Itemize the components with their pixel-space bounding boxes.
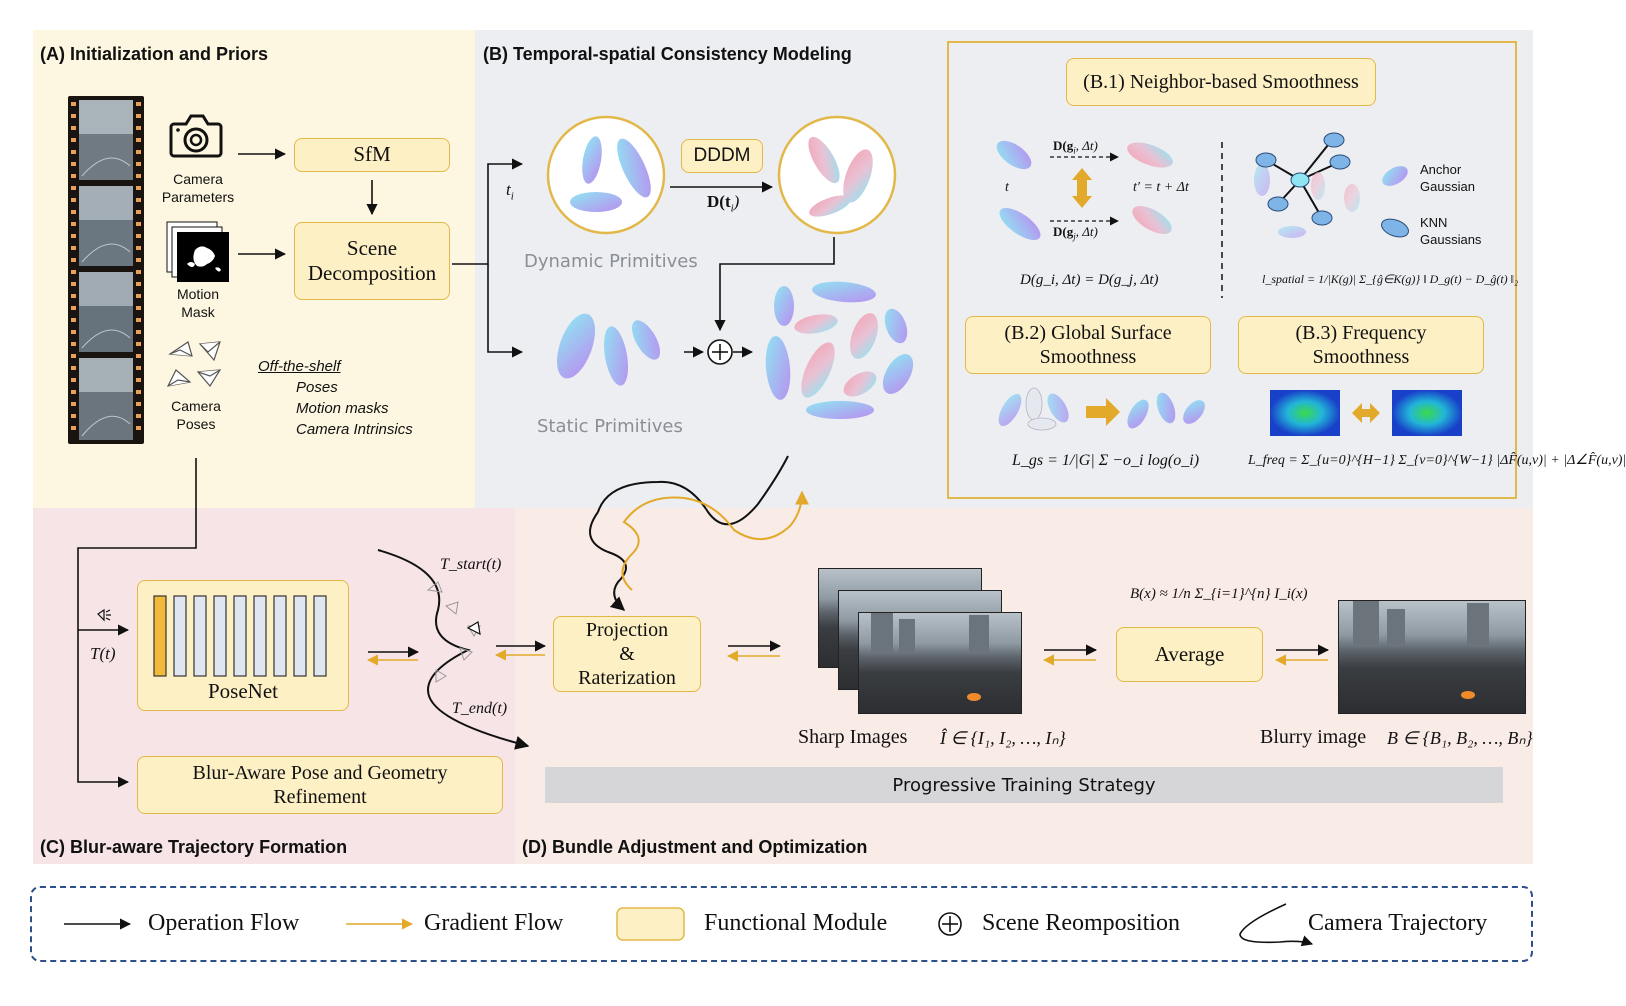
film-strip-graphic [71,100,141,440]
section-title-d: (D) Bundle Adjustment and Optimization [522,837,868,857]
dgj-subscript: j [1073,231,1076,242]
scene-decomposition-line2: Decomposition [307,261,437,285]
legend-camera-trajectory: Camera Trajectory [1308,910,1488,936]
b1-dgi-label: D(gi, Δt) [1053,138,1098,156]
average-module: Average [1116,627,1263,682]
progressive-training-label: Progressive Training Strategy [892,774,1156,796]
motion-mask-icon [166,221,229,282]
legend-box [30,886,1533,962]
panel-b-background [475,30,1533,508]
off-the-shelf-list: Off-the-shelf Poses Motion masks Camera … [258,356,413,440]
t-end-label: T_end(t) [452,700,508,717]
b3-line1: (B.3) Frequency [1295,322,1427,344]
legend-scene-reomposition: Scene Reomposition [982,910,1180,936]
d-ti-close: ) [733,192,740,211]
ti-label: ti [506,180,514,202]
camera-poses-line1: Camera [171,398,221,414]
b2-global-surface-module: (B.2) Global Surface Smoothness [965,316,1211,374]
d-ti-label: D(ti) [707,192,739,214]
t-start-label: T_start(t) [440,556,502,573]
blurry-image-label: Blurry image [1260,726,1367,748]
sfm-module: SfM [294,138,450,172]
scene-decomposition-module: Scene Decomposition [294,222,450,300]
sharp-images-label: Sharp Images [798,726,908,748]
refinement-line1: Blur-Aware Pose and Geometry [192,762,448,784]
anchor-gaussian-label: Anchor Gaussian [1420,162,1490,196]
dgj-close: , Δt) [1075,224,1098,239]
legend-gradient-flow: Gradient Flow [424,910,564,936]
b1-frame [947,41,1517,499]
blur-aware-refinement-module: Blur-Aware Pose and Geometry Refinement [137,756,503,814]
scene-decomposition-line1: Scene [346,235,398,260]
dgi-text: D(g [1053,138,1074,153]
blurry-image-eq: B ∈ {B₁, B₂, …, Bₙ} [1387,728,1533,748]
t-of-t-label: T(t) [90,644,116,663]
b3-line2: Smoothness [1312,346,1410,368]
eq-gs: L_gs = 1/|G| Σ −o_i log(o_i) [1012,452,1200,469]
posenet-label: PoseNet [208,678,278,703]
blurry-image [1338,600,1526,714]
eq-spatial: l_spatial = 1/|K(g)| Σ_{ĝ∈K(g)} ‖ D_g(t)… [1262,272,1519,286]
dddm-module: DDDM [681,139,763,173]
camera-poses-icon [166,341,222,388]
b1-neighbor-smoothness-module: (B.1) Neighbor-based Smoothness [1066,58,1376,106]
section-title-b: (B) Temporal-spatial Consistency Modelin… [483,44,852,64]
average-eq: B(x) ≈ 1/n Σ_{i=1}^{n} I_i(x) [1130,586,1308,602]
camera-poses-line2: Poses [176,416,216,433]
camera-parameters-line2: Parameters [161,189,235,206]
motion-mask-line2: Mask [181,304,215,321]
projection-rasterization-module: Projection & Raterization [553,616,701,692]
b3-frequency-module: (B.3) Frequency Smoothness [1238,316,1484,374]
b2-line2: Smoothness [1039,346,1137,368]
camera-icon [169,114,223,158]
motion-mask-label: Motion Mask [150,285,246,321]
d-ti-text: D(t [707,192,731,211]
off-the-shelf-motion-masks: Motion masks [296,400,389,417]
legend-functional-module: Functional Module [704,910,888,936]
sharp-images-eq: Î ∈ {I₁, I₂, …, Iₙ} [940,728,1066,748]
section-title-a: (A) Initialization and Priors [40,44,269,64]
film-strip [68,96,144,444]
progressive-training-bar: Progressive Training Strategy [545,767,1503,803]
eq-freq: L_freq = Σ_{u=0}^{H−1} Σ_{v=0}^{W−1} |ΔF… [1248,453,1626,468]
b1-dgj-label: D(gj, Δt) [1053,224,1098,242]
b2-line1: (B.2) Global Surface [1004,322,1172,344]
dgi-subscript: i [1073,145,1076,156]
projection-line3: Raterization [578,667,676,689]
anchor-line1: Anchor [1420,162,1462,177]
off-the-shelf-poses: Poses [296,379,338,396]
refinement-line2: Refinement [273,786,367,808]
camera-parameters-label: Camera Parameters [150,170,246,206]
section-title-c: (C) Blur-aware Trajectory Formation [40,837,348,857]
sharp-image-3 [858,612,1022,714]
posenet-layers [153,595,327,677]
dgi-close: , Δt) [1075,138,1098,153]
projection-line2: & [619,643,635,665]
dgj-text: D(g [1053,224,1074,239]
legend-operation-flow: Operation Flow [148,910,300,936]
d-ti-subscript: i [730,202,734,215]
camera-poses-label: Camera Poses [148,397,244,433]
ti-subscript: i [510,190,514,203]
off-the-shelf-intrinsics: Camera Intrinsics [296,421,413,438]
knn-gaussians-label: KNN Gaussians [1420,215,1500,249]
knn-line2: Gaussians [1420,231,1482,247]
dynamic-primitives-label: Dynamic Primitives [524,251,698,272]
motion-mask-line1: Motion [176,286,220,302]
static-primitives-label: Static Primitives [537,416,683,437]
projection-line1: Projection [585,619,669,641]
b1-t-prime-label: t′ = t + Δt [1133,180,1189,195]
eq-neighbor: D(g_i, Δt) = D(g_j, Δt) [1020,272,1159,288]
camera-parameters-line1: Camera [173,171,223,187]
knn-line1: KNN [1420,215,1448,230]
ti-text: t [506,180,511,199]
legend-graphics [64,903,1314,947]
anchor-line2: Gaussian [1420,178,1475,194]
off-the-shelf-title: Off-the-shelf [258,358,341,375]
b1-t-label: t [1005,180,1009,195]
